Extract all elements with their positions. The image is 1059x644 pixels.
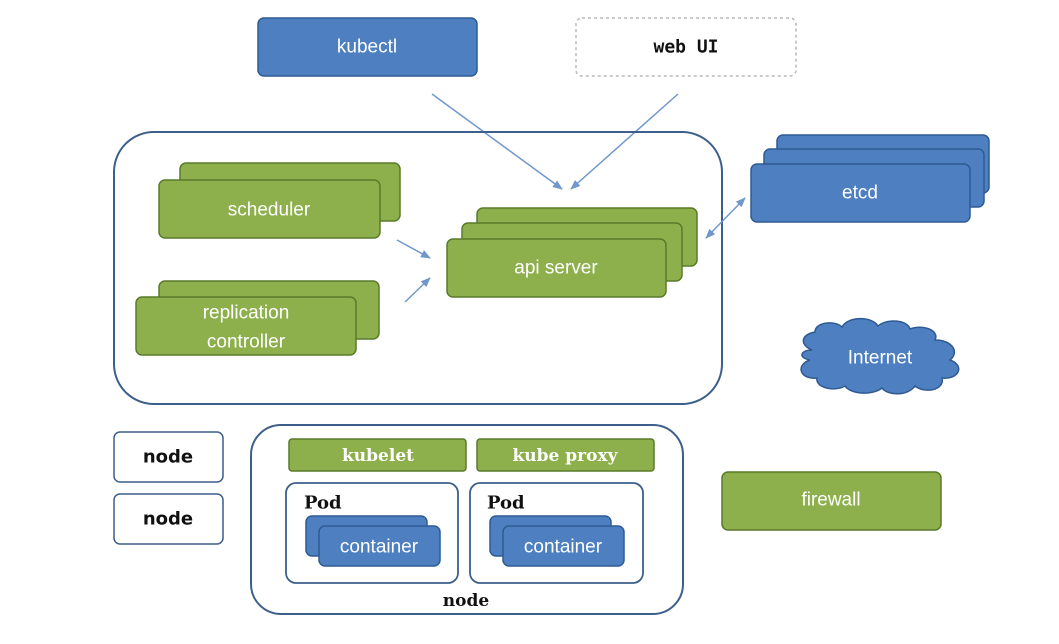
node-small-1: node <box>113 431 224 483</box>
scheduler-stack: scheduler <box>158 162 401 239</box>
pod-1-label: Pod <box>304 493 342 514</box>
internet-cloud: Internet <box>800 317 960 395</box>
api-server-label: api server <box>514 258 598 279</box>
web-ui-box: web UI <box>575 17 797 77</box>
pod-2-container-label: container <box>524 537 603 558</box>
replication-controller-stack: replication controller <box>135 280 380 356</box>
kubectl-label: kubectl <box>337 37 397 58</box>
pod-2-label: Pod <box>487 493 525 514</box>
kube-proxy-box: kube proxy <box>476 438 655 472</box>
node-small-2-label: node <box>143 509 193 530</box>
pod-1: Pod container <box>285 482 459 584</box>
api-server-stack: api server <box>446 207 698 298</box>
kubelet-label: kubelet <box>342 446 414 466</box>
replication-controller-label-line2: controller <box>207 332 286 353</box>
kube-proxy-label: kube proxy <box>513 446 619 466</box>
master-outline <box>113 131 723 405</box>
arrow-webui-to-api <box>570 93 679 190</box>
etcd-label: etcd <box>842 183 878 204</box>
arrow-rc-to-api <box>404 277 431 303</box>
replication-controller-label-line1: replication <box>203 303 290 324</box>
arrow-scheduler-to-api <box>396 239 431 259</box>
kubectl-box: kubectl <box>257 17 478 77</box>
firewall-box: firewall <box>721 471 942 531</box>
node-small-2: node <box>113 493 224 545</box>
etcd-stack: etcd <box>750 134 990 223</box>
arrow-kubectl-to-api <box>431 93 563 190</box>
node-small-1-label: node <box>143 447 193 468</box>
pod-2: Pod container <box>469 482 644 584</box>
pod-1-container-label: container <box>340 537 419 558</box>
arrow-api-etcd <box>705 197 746 239</box>
node-main-label: node <box>443 591 490 611</box>
internet-label: Internet <box>848 348 913 369</box>
kubelet-box: kubelet <box>288 438 467 472</box>
node-main-outline <box>250 424 684 615</box>
scheduler-label: scheduler <box>228 200 311 221</box>
web-ui-label: web UI <box>653 37 718 58</box>
firewall-label: firewall <box>801 490 860 511</box>
